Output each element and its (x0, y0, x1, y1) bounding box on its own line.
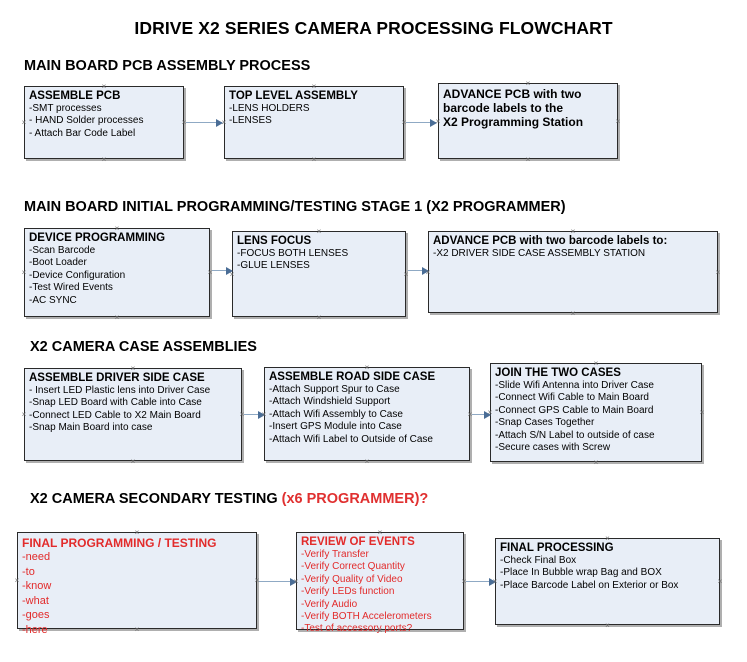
box-line: -Place Barcode Label on Exterior or Box (500, 579, 679, 591)
box-line: -Check Final Box (500, 555, 577, 566)
box-final-processing[interactable]: FINAL PROCESSING -Check Final Box -Place… (495, 538, 720, 625)
section-heading-text: MAIN BOARD PCB ASSEMBLY PROCESS (24, 58, 311, 74)
box-header: ADVANCE PCB with two barcode labels to t… (443, 87, 584, 129)
box-line: -know (22, 580, 52, 592)
connector-top-level-to-advance-pcb (406, 118, 437, 127)
box-final-programming-testing[interactable]: FINAL PROGRAMMING / TESTING -need -to -k… (17, 532, 257, 636)
section-heading-x2-camera-case-assemblies: X2 CAMERA CASE ASSEMBLIES (30, 339, 257, 355)
box-line: -Snap Main Board into case (29, 422, 153, 434)
box-line: -Scan Barcode (29, 245, 96, 256)
box-line: -Boot Loader (29, 257, 87, 269)
connector-assemble-pcb-to-top-level (186, 118, 223, 127)
box-header: ASSEMBLE ROAD SIDE CASE (269, 371, 436, 383)
section-heading-x2-camera-secondary-testing: X2 CAMERA SECONDARY TESTING (x6 PROGRAMM… (30, 491, 428, 507)
section-heading-text: X2 CAMERA SECONDARY TESTING (30, 491, 282, 507)
box-header: ASSEMBLE DRIVER SIDE CASE (29, 372, 205, 384)
box-line: - Attach Bar Code Label (29, 127, 136, 139)
box-line: -Connect GPS Cable to Main Board (495, 404, 654, 416)
box-header: LENS FOCUS (237, 235, 312, 247)
connector-device-programming-to-lens-focus (212, 266, 233, 275)
box-line: -Attach S/N Label to outside of case (495, 429, 655, 441)
box-line: -Attach Wifi Assembly to Case (269, 408, 403, 420)
box-line: -Slide Wifi Antenna into Driver Case (495, 380, 654, 391)
box-line: -X2 DRIVER SIDE CASE ASSEMBLY STATION (433, 248, 646, 259)
box-line: -Secure cases with Screw (495, 442, 611, 454)
box-line: -what (22, 594, 49, 607)
box-line: -need (22, 551, 51, 563)
box-line: -GLUE LENSES (237, 260, 310, 272)
box-line-overflow: -Test of accessory ports? (301, 623, 413, 635)
box-header: FINAL PROGRAMMING / TESTING (22, 536, 217, 550)
section-heading-main-board-pcb-assembly: MAIN BOARD PCB ASSEMBLY PROCESS (24, 58, 310, 74)
box-line: -Place In Bubble wrap Bag and BOX (500, 567, 662, 579)
box-assemble-driver-side-case[interactable]: ASSEMBLE DRIVER SIDE CASE - Insert LED P… (24, 368, 242, 461)
box-line: -here (22, 623, 48, 636)
box-top-level-assembly[interactable]: TOP LEVEL ASSEMBLY -LENS HOLDERS -LENSES (224, 86, 404, 159)
box-line: -LENSES (229, 115, 272, 127)
box-line: -Connect Wifi Cable to Main Board (495, 392, 649, 404)
box-line: -Verify LEDs function (301, 586, 395, 598)
box-line: -Verify BOTH Accelerometers (301, 611, 432, 623)
box-line: -to (22, 565, 35, 578)
box-advance-pcb-to-programming-station[interactable]: ADVANCE PCB with two barcode labels to t… (438, 83, 618, 159)
box-lens-focus[interactable]: LENS FOCUS -FOCUS BOTH LENSES -GLUE LENS… (232, 231, 406, 317)
box-header: REVIEW OF EVENTS (301, 536, 415, 548)
box-line: -Verify Transfer (301, 549, 369, 560)
box-line: -Verify Correct Quantity (301, 561, 405, 573)
box-header: TOP LEVEL ASSEMBLY (229, 90, 358, 102)
box-line: -Device Configuration (29, 269, 126, 281)
box-line: - Insert LED Plastic lens into Driver Ca… (29, 385, 211, 396)
box-assemble-pcb[interactable]: ASSEMBLE PCB -SMT processes - HAND Solde… (24, 86, 184, 159)
box-header: JOIN THE TWO CASES (495, 367, 621, 379)
box-line: -LENS HOLDERS (229, 103, 310, 114)
box-header: ADVANCE PCB with two barcode labels to: (433, 235, 668, 247)
box-line: -Attach Windshield Support (269, 396, 391, 408)
connector-lens-focus-to-advance-pcb (408, 266, 429, 275)
connector-road-side-to-join-cases (472, 410, 491, 419)
connector-driver-side-to-road-side (244, 410, 265, 419)
connector-review-events-to-final-processing (466, 577, 496, 586)
box-header: DEVICE PROGRAMMING (29, 232, 166, 244)
box-line: -Insert GPS Module into Case (269, 421, 402, 433)
box-review-of-events[interactable]: REVIEW OF EVENTS -Verify Transfer -Verif… (296, 532, 464, 634)
page-title: IDRIVE X2 SERIES CAMERA PROCESSING FLOWC… (134, 18, 613, 38)
box-line: -Attach Support Spur to Case (269, 384, 400, 395)
box-header: FINAL PROCESSING (500, 542, 614, 554)
box-line: -Connect LED Cable to X2 Main Board (29, 409, 201, 421)
section-heading-note: (x6 PROGRAMMER)? (281, 491, 429, 507)
box-line: -Test Wired Events (29, 282, 113, 294)
box-device-programming[interactable]: DEVICE PROGRAMMING -Scan Barcode -Boot L… (24, 228, 210, 317)
box-line: - HAND Solder processes (29, 115, 144, 127)
box-line: -AC SYNC (29, 294, 77, 306)
section-heading-text: X2 CAMERA CASE ASSEMBLIES (30, 339, 257, 355)
box-advance-pcb-to-driver-side-case[interactable]: ADVANCE PCB with two barcode labels to: … (428, 231, 718, 313)
box-line: -Verify Quality of Video (301, 573, 403, 585)
connector-final-programming-to-review-events (259, 577, 297, 586)
box-line: -goes (22, 609, 50, 621)
box-line: -Attach Wifi Label to Outside of Case (269, 433, 433, 445)
box-line: -FOCUS BOTH LENSES (237, 248, 349, 259)
box-line: -Snap LED Board with Cable into Case (29, 397, 202, 409)
box-line: -Verify Audio (301, 598, 358, 610)
box-header: ASSEMBLE PCB (29, 90, 121, 102)
box-line: -Snap Cases Together (495, 417, 595, 429)
section-heading-text: MAIN BOARD INITIAL PROGRAMMING/TESTING S… (24, 199, 566, 215)
section-heading-main-board-initial-programming: MAIN BOARD INITIAL PROGRAMMING/TESTING S… (24, 199, 566, 215)
box-assemble-road-side-case[interactable]: ASSEMBLE ROAD SIDE CASE -Attach Support … (264, 367, 470, 461)
box-join-the-two-cases[interactable]: JOIN THE TWO CASES -Slide Wifi Antenna i… (490, 363, 702, 462)
box-line: -SMT processes (29, 103, 102, 114)
